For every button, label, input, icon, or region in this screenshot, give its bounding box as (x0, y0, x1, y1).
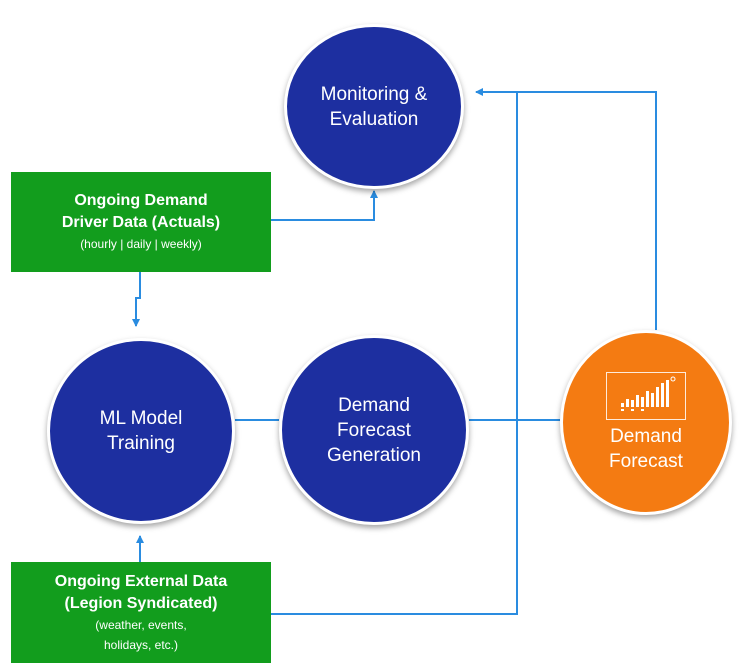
driver-subtitle: (hourly | daily | weekly) (80, 237, 202, 251)
bar-chart-icon (606, 371, 686, 420)
demand-forecast-generation-node: Demand Forecast Generation (279, 335, 469, 525)
monitoring-evaluation-node: Monitoring & Evaluation (284, 24, 464, 189)
monitoring-label-line2: Evaluation (329, 108, 419, 130)
ml-training-label-line1: ML Model (99, 408, 183, 429)
external-title-line2: (Legion Syndicated) (64, 594, 218, 612)
forecast-label-line1: Demand (610, 425, 682, 447)
demand-driver-data-box: Ongoing Demand Driver Data (Actuals) (ho… (11, 172, 271, 272)
monitoring-label-line1: Monitoring & (320, 83, 428, 105)
driver-title-line1: Ongoing Demand (74, 192, 208, 209)
external-subtitle-line2: holidays, etc.) (103, 637, 179, 652)
ml-training-label-line2: Training (107, 433, 175, 454)
connector-external-to-trunk (271, 92, 518, 615)
forecast-label-line2: Forecast (609, 450, 683, 472)
demand-forecast-node: Demand Forecast (560, 330, 732, 515)
connector-forecast-to-monitoring (475, 88, 657, 330)
external-title-line1: Ongoing External Data (54, 572, 228, 590)
generation-label-line2: Forecast (337, 419, 411, 441)
generation-label-line1: Demand (338, 394, 410, 416)
generation-label-line3: Generation (326, 444, 421, 466)
external-data-box: Ongoing External Data (Legion Syndicated… (11, 562, 271, 663)
ml-model-training-node: ML Model Training (47, 338, 235, 524)
connector-driver-to-monitoring (271, 190, 378, 221)
external-subtitle-line1: (weather, events, (95, 617, 187, 632)
connector-driver-to-training (132, 272, 141, 327)
driver-title-line2: Driver Data (Actuals) (61, 214, 221, 231)
